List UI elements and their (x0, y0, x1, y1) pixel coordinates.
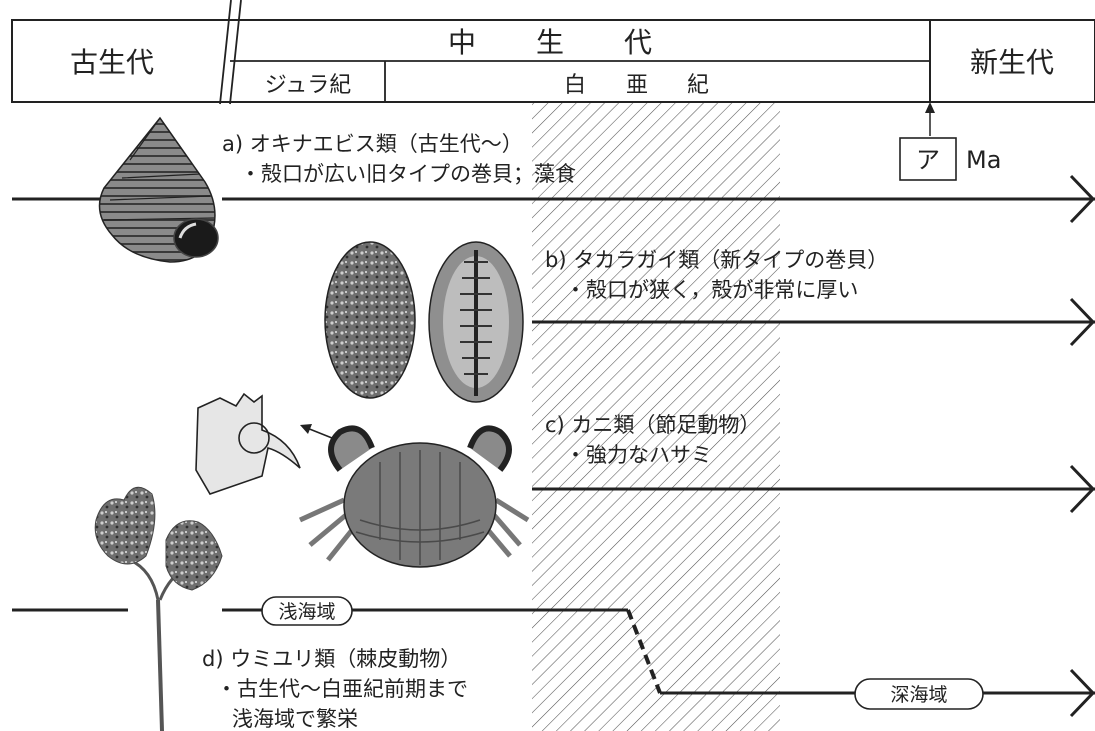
paleozoic-label: 古生代 (70, 46, 154, 79)
lineage-a: a) オキナエビス類（古生代〜） ・殻口が広い旧タイプの巻貝；藻食 (12, 132, 1095, 224)
deep-sea-label: 深海域 (890, 684, 947, 706)
cowrie-shell-icon (324, 241, 416, 399)
geologic-time-header: 古生代 中 生 代 ジュラ紀 白 亜 紀 新生代 (11, 0, 1095, 105)
cretaceous-label-char-2: 亜 (626, 73, 648, 98)
lineage-d-title: d) ウミユリ類（棘皮動物） (202, 647, 461, 671)
crab-claw-icon (195, 392, 338, 495)
mesozoic-label-char-3: 代 (624, 26, 652, 59)
hatched-boundary-band (532, 101, 780, 731)
answer-box (899, 137, 957, 181)
jurassic-label: ジュラ紀 (265, 73, 351, 98)
slit-shell-icon (98, 116, 219, 263)
boundary-marker: ア Ma (899, 102, 1001, 181)
lineage-c: c) カニ類（節足動物） ・強力なハサミ (532, 413, 1095, 514)
crab-icon (298, 425, 530, 568)
lineage-b-note: ・殻口が狭く，殻が非常に厚い (565, 278, 858, 302)
shallow-sea-label: 浅海域 (278, 601, 335, 623)
lineage-b-title: b) タカラガイ類（新タイプの巻貝） (545, 248, 888, 272)
cenozoic-label: 新生代 (970, 46, 1054, 79)
cowrie-underside-icon (428, 241, 524, 403)
lineage-d-note: ・古生代〜白亜紀前期まで (216, 677, 468, 701)
answer-box-label: ア (916, 146, 940, 174)
lineage-a-note: ・殻口が広い旧タイプの巻貝；藻食 (240, 162, 576, 186)
lineage-a-title: a) オキナエビス類（古生代〜） (222, 132, 523, 156)
lineage-c-note: ・強力なハサミ (565, 443, 712, 467)
mesozoic-label-char-1: 中 (448, 26, 476, 59)
lineage-c-title: c) カニ類（節足動物） (545, 413, 760, 437)
shallow-sea-pill (261, 596, 353, 626)
age-unit-label: Ma (966, 146, 1001, 174)
cretaceous-label-char-1: 白 (564, 73, 586, 98)
lineage-d: 浅海域 深海域 d) ウミユリ類（棘皮動物） ・古生代〜白亜紀前期まで 浅海域で… (12, 596, 1095, 731)
crinoid-icon (94, 486, 223, 731)
lineage-b: b) タカラガイ類（新タイプの巻貝） ・殻口が狭く，殻が非常に厚い (532, 248, 1095, 347)
lineage-d-note-2: 浅海域で繁栄 (232, 707, 358, 731)
cretaceous-label-char-3: 紀 (687, 73, 709, 98)
deep-sea-pill (854, 678, 984, 710)
mesozoic-label-char-2: 生 (536, 26, 564, 59)
